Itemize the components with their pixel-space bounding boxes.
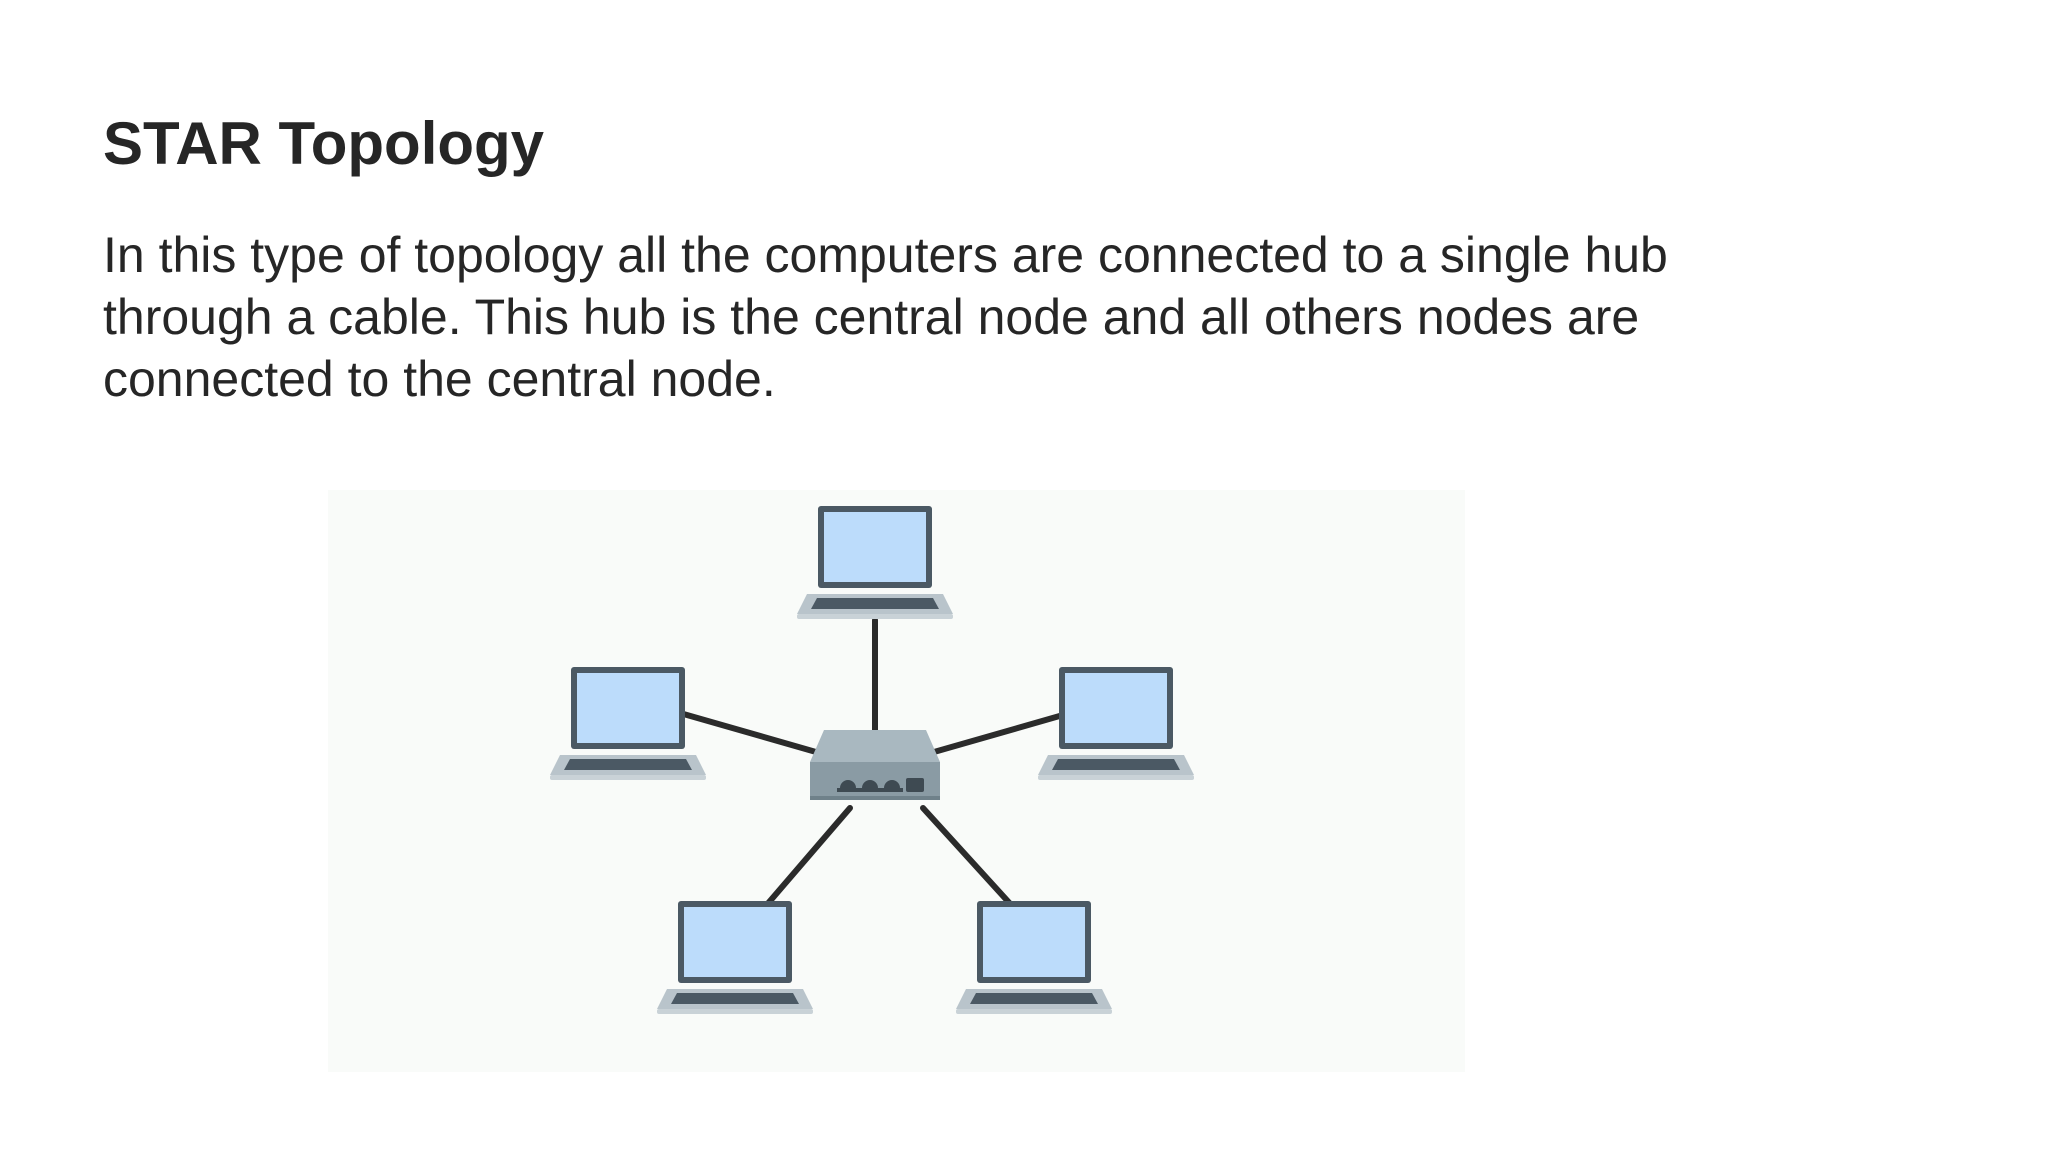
laptop-top-icon xyxy=(797,506,953,619)
cable-bottom-right xyxy=(920,805,1017,911)
cable-right xyxy=(931,710,1073,755)
cables xyxy=(677,617,1073,911)
laptop-bottom-left-icon xyxy=(657,901,813,1014)
laptop-right-icon xyxy=(1038,667,1194,780)
slide-title: STAR Topology xyxy=(103,110,545,177)
network-hub-icon xyxy=(810,730,940,800)
slide-body-text: In this type of topology all the compute… xyxy=(103,227,1668,407)
cable-left xyxy=(677,710,819,755)
star-topology-svg xyxy=(550,506,1194,1014)
cable-bottom-left xyxy=(761,805,853,911)
laptop-bottom-right-icon xyxy=(956,901,1112,1014)
star-topology-diagram xyxy=(328,490,1465,1072)
laptop-left-icon xyxy=(550,667,706,780)
